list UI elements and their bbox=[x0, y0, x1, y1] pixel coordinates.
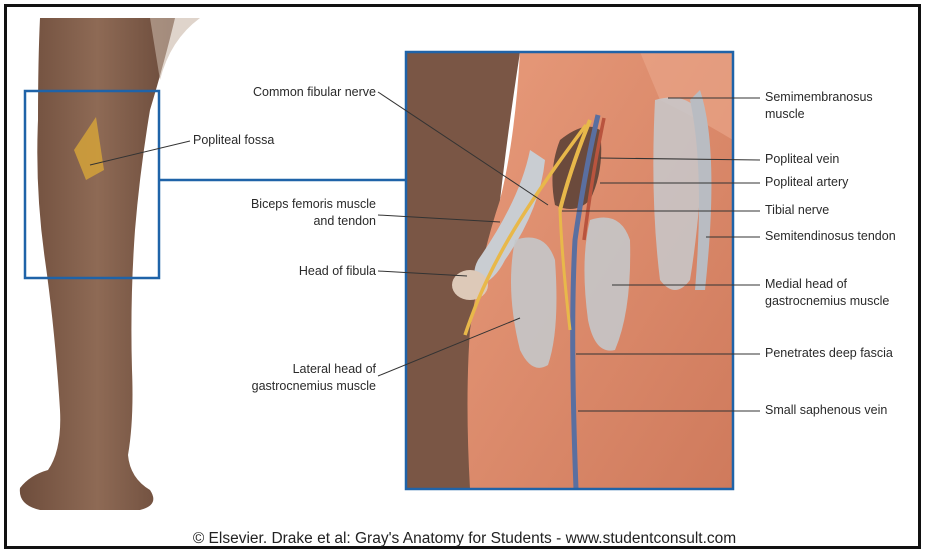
label-biceps-femoris-1: Biceps femoris muscle bbox=[251, 197, 376, 212]
label-medial-head-2: gastrocnemius muscle bbox=[765, 294, 889, 309]
label-popliteal-fossa: Popliteal fossa bbox=[193, 133, 274, 148]
knee-detail bbox=[406, 52, 733, 489]
label-lateral-head-2: gastrocnemius muscle bbox=[252, 379, 376, 394]
label-semimembranosus-2: muscle bbox=[765, 107, 805, 122]
label-lateral-head-1: Lateral head of bbox=[293, 362, 376, 377]
label-common-fibular-nerve: Common fibular nerve bbox=[253, 85, 376, 100]
label-popliteal-vein: Popliteal vein bbox=[765, 152, 839, 167]
copyright-credit: © Elsevier. Drake et al: Gray's Anatomy … bbox=[0, 530, 929, 548]
label-head-of-fibula: Head of fibula bbox=[299, 264, 376, 279]
label-medial-head-1: Medial head of bbox=[765, 277, 847, 292]
label-popliteal-artery: Popliteal artery bbox=[765, 175, 848, 190]
label-small-saphenous-vein: Small saphenous vein bbox=[765, 403, 887, 418]
label-biceps-femoris-2: and tendon bbox=[313, 214, 376, 229]
label-tibial-nerve: Tibial nerve bbox=[765, 203, 829, 218]
label-penetrates-deep-fascia: Penetrates deep fascia bbox=[765, 346, 893, 361]
label-semimembranosus-1: Semimembranosus bbox=[765, 90, 873, 105]
label-semitendinosus-tendon: Semitendinosus tendon bbox=[765, 229, 896, 244]
